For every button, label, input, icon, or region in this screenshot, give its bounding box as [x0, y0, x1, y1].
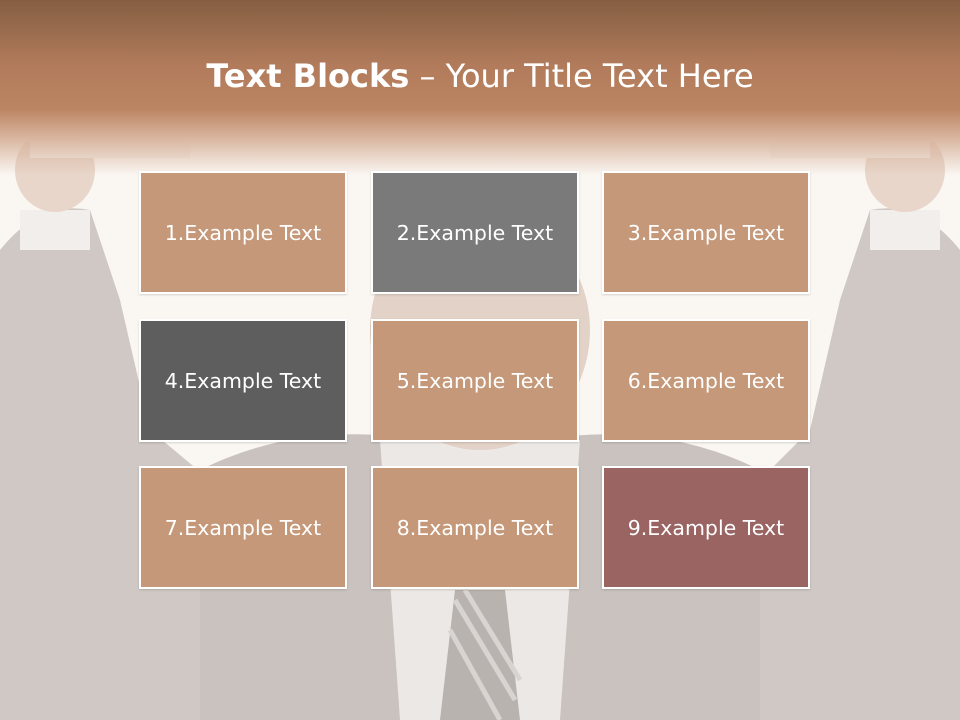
title-dash: – — [419, 57, 436, 95]
text-block-label: 2.Example Text — [396, 220, 554, 245]
slide-title: Text Blocks – Your Title Text Here — [0, 54, 960, 98]
text-block-label: 1.Example Text — [164, 220, 322, 245]
text-block-label: 9.Example Text — [627, 515, 785, 540]
text-block-label: 6.Example Text — [627, 368, 785, 393]
title-bold-text: Text Blocks — [206, 57, 410, 95]
text-block-2: 2.Example Text — [371, 171, 579, 294]
header-band — [0, 0, 960, 175]
text-block-label: 7.Example Text — [164, 515, 322, 540]
text-block-7: 7.Example Text — [139, 466, 347, 589]
text-block-9: 9.Example Text — [602, 466, 810, 589]
text-block-5: 5.Example Text — [371, 319, 579, 442]
text-block-label: 4.Example Text — [164, 368, 322, 393]
text-block-3: 3.Example Text — [602, 171, 810, 294]
text-block-4: 4.Example Text — [139, 319, 347, 442]
text-block-label: 8.Example Text — [396, 515, 554, 540]
title-rest-text: Your Title Text Here — [445, 57, 754, 95]
text-block-1: 1.Example Text — [139, 171, 347, 294]
text-block-label: 5.Example Text — [396, 368, 554, 393]
text-block-label: 3.Example Text — [627, 220, 785, 245]
text-block-8: 8.Example Text — [371, 466, 579, 589]
text-block-6: 6.Example Text — [602, 319, 810, 442]
